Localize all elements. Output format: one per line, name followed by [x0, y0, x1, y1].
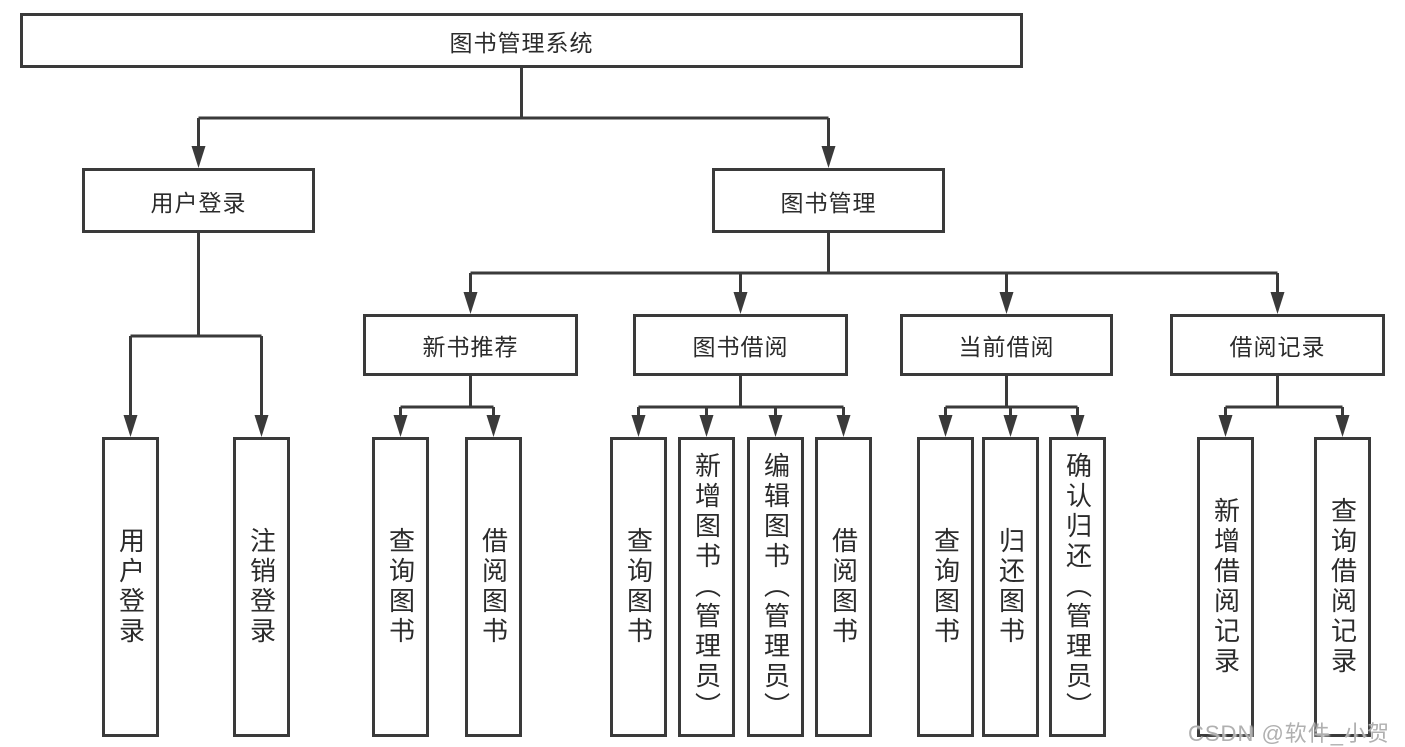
connector-current-to-leaves: [944, 376, 1079, 419]
node-book-borrow-label: 图书借阅: [692, 334, 789, 360]
arrowhead: [1270, 292, 1285, 314]
leaf-logout-label: 注销登录: [246, 527, 277, 647]
leaf-recommend-query-book-label: 查询图书: [385, 527, 416, 647]
leaf-borrow-query-book: 查询图书: [610, 437, 667, 737]
node-book-management: 图书管理: [712, 168, 945, 233]
node-root: 图书管理系统: [20, 13, 1023, 68]
arrowhead: [938, 415, 953, 437]
arrowhead: [463, 292, 478, 314]
leaf-record-query-label: 查询借阅记录: [1327, 497, 1358, 677]
leaf-borrow-borrow-book-label: 借阅图书: [828, 527, 859, 647]
arrowhead: [999, 292, 1014, 314]
connector-borrow-to-leaves: [637, 376, 845, 419]
leaf-current-return-book-label: 归还图书: [995, 527, 1026, 647]
node-new-book-recommend: 新书推荐: [363, 314, 578, 376]
leaf-record-add-label: 新增借阅记录: [1210, 497, 1241, 677]
arrowhead: [1218, 415, 1233, 437]
leaf-borrow-borrow-book: 借阅图书: [815, 437, 872, 737]
leaf-recommend-borrow-book: 借阅图书: [465, 437, 522, 737]
arrowhead: [1070, 415, 1085, 437]
arrowhead: [191, 146, 206, 168]
node-current-borrow-label: 当前借阅: [958, 334, 1055, 360]
arrowhead: [768, 415, 783, 437]
arrowhead: [821, 146, 836, 168]
leaf-current-confirm-return: 确认归还（管理员）: [1049, 437, 1106, 737]
leaf-recommend-borrow-book-label: 借阅图书: [478, 527, 509, 647]
node-book-management-label: 图书管理: [780, 189, 877, 216]
arrowhead: [631, 415, 646, 437]
arrowhead: [1335, 415, 1350, 437]
leaf-recommend-query-book: 查询图书: [372, 437, 429, 737]
arrowhead: [699, 415, 714, 437]
node-new-book-recommend-label: 新书推荐: [422, 334, 519, 360]
node-root-label: 图书管理系统: [449, 29, 594, 56]
arrowheads: [123, 146, 1350, 437]
leaf-user-login: 用户登录: [102, 437, 159, 737]
leaf-record-add: 新增借阅记录: [1197, 437, 1254, 737]
leaf-logout: 注销登录: [233, 437, 290, 737]
connector-root-to-level2: [197, 68, 830, 150]
arrowhead: [733, 292, 748, 314]
connector-records-to-leaves: [1224, 376, 1344, 419]
node-user-login-label: 用户登录: [150, 189, 247, 216]
connector-userlogin-to-leaves: [129, 233, 263, 419]
leaf-borrow-edit-book-label: 编辑图书（管理员）: [760, 452, 791, 722]
arrowhead: [123, 415, 138, 437]
connector-bookmgmt-to-level3: [469, 233, 1279, 296]
node-borrow-records: 借阅记录: [1170, 314, 1385, 376]
leaf-current-query-book-label: 查询图书: [930, 527, 961, 647]
node-borrow-records-label: 借阅记录: [1229, 334, 1326, 360]
leaf-borrow-query-book-label: 查询图书: [623, 527, 654, 647]
arrowhead: [836, 415, 851, 437]
leaf-current-query-book: 查询图书: [917, 437, 974, 737]
leaf-borrow-edit-book: 编辑图书（管理员）: [747, 437, 804, 737]
leaf-borrow-add-book: 新增图书（管理员）: [678, 437, 735, 737]
leaf-current-confirm-return-label: 确认归还（管理员）: [1062, 452, 1093, 722]
arrowhead: [1003, 415, 1018, 437]
node-book-borrow: 图书借阅: [633, 314, 848, 376]
arrowhead: [254, 415, 269, 437]
arrowhead: [393, 415, 408, 437]
arrowhead: [486, 415, 501, 437]
node-user-login: 用户登录: [82, 168, 315, 233]
node-current-borrow: 当前借阅: [900, 314, 1113, 376]
leaf-current-return-book: 归还图书: [982, 437, 1039, 737]
leaf-borrow-add-book-label: 新增图书（管理员）: [691, 452, 722, 722]
connector-newbook-to-leaves: [399, 376, 495, 419]
leaf-user-login-label: 用户登录: [115, 527, 146, 647]
leaf-record-query: 查询借阅记录: [1314, 437, 1371, 737]
